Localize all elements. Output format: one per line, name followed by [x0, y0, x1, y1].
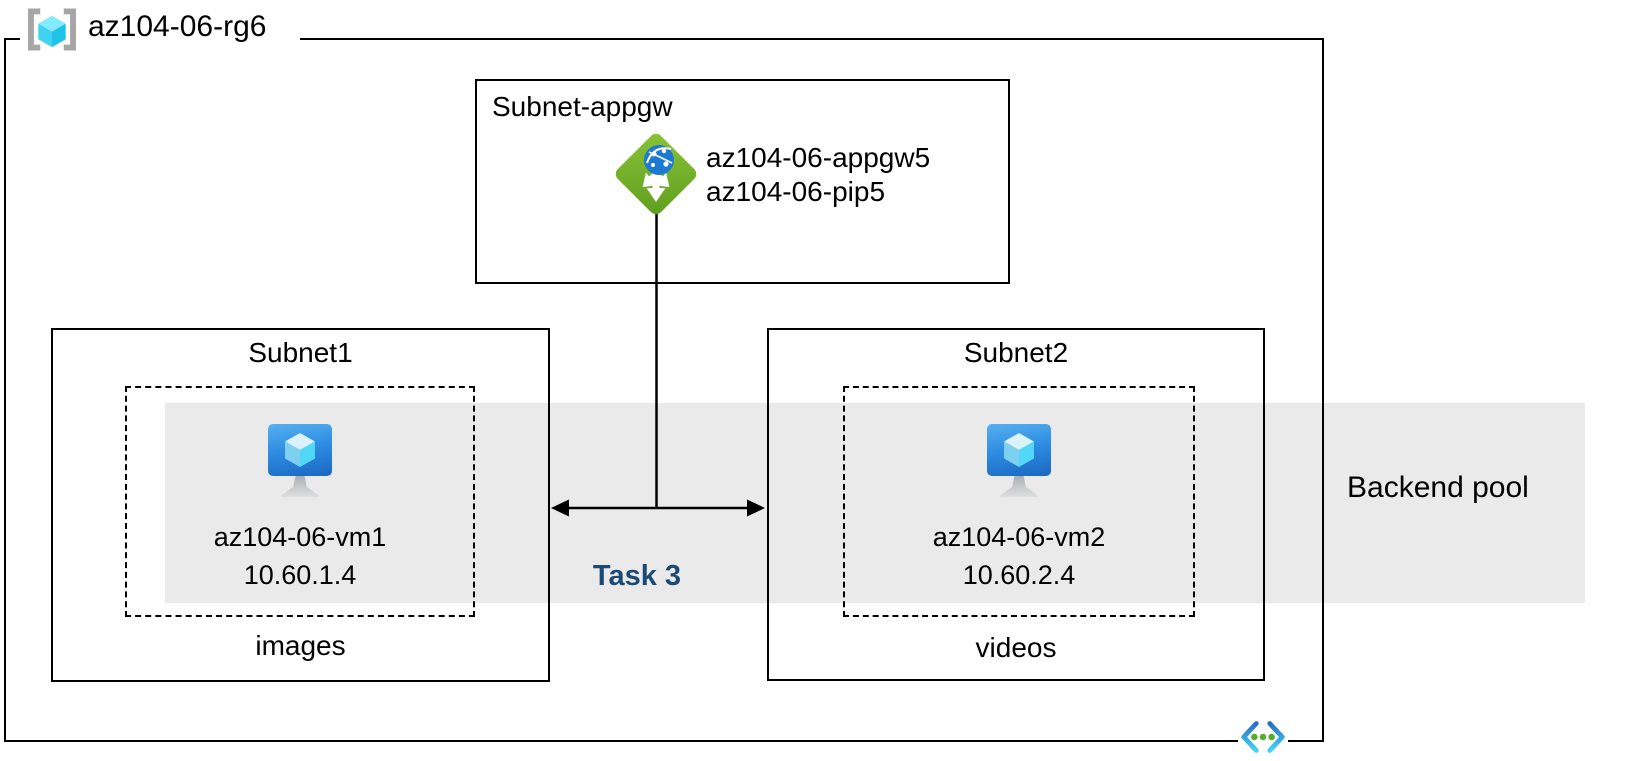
subnet1-storage-label: images — [255, 630, 346, 661]
public-ip-name: az104-06-pip5 — [706, 176, 886, 207]
task-label: Task 3 — [592, 560, 682, 592]
application-gateway-icon — [615, 133, 697, 215]
virtual-machine-icon — [987, 424, 1051, 497]
virtual-network-icon — [1238, 719, 1288, 755]
resource-group-icon — [28, 8, 76, 51]
subnet1-title: Subnet1 — [248, 337, 353, 368]
backend-pool-band — [165, 403, 1585, 603]
vm-monitor — [987, 424, 1051, 476]
vm1-ip: 10.60.1.4 — [243, 560, 357, 590]
vm2-name: az104-06-vm2 — [932, 522, 1106, 552]
subnet2-vm-dashed-box — [843, 386, 1195, 617]
subnet2-storage-label: videos — [975, 632, 1057, 663]
resource-group-name: az104-06-rg6 — [88, 10, 267, 43]
vm-monitor-stand — [1000, 476, 1038, 497]
vm1-name: az104-06-vm1 — [213, 522, 387, 552]
vm2-caption: az104-06-vm2 10.60.2.4 — [843, 518, 1195, 594]
vm-monitor-stand — [281, 476, 319, 497]
backend-pool-label: Backend pool — [1347, 471, 1529, 504]
subnet-appgw-box — [475, 79, 1010, 284]
vm-monitor — [268, 424, 332, 476]
vm-cube-icon — [285, 433, 315, 467]
application-gateway-labels: az104-06-appgw5 az104-06-pip5 — [706, 141, 930, 209]
application-gateway-name: az104-06-appgw5 — [706, 142, 931, 173]
virtual-machine-icon — [268, 424, 332, 497]
subnet1-box — [51, 328, 550, 682]
subnet1-vm-dashed-box — [125, 386, 475, 617]
subnet2-title: Subnet2 — [963, 337, 1069, 368]
vm2-ip: 10.60.2.4 — [962, 560, 1076, 590]
resource-group-title-gap — [20, 31, 300, 46]
subnet2-box — [767, 328, 1265, 681]
vm-cube-icon — [1004, 433, 1034, 467]
subnet-appgw-title: Subnet-appgw — [492, 91, 673, 122]
vm1-caption: az104-06-vm1 10.60.1.4 — [125, 518, 475, 594]
resource-group-box — [4, 38, 1324, 742]
